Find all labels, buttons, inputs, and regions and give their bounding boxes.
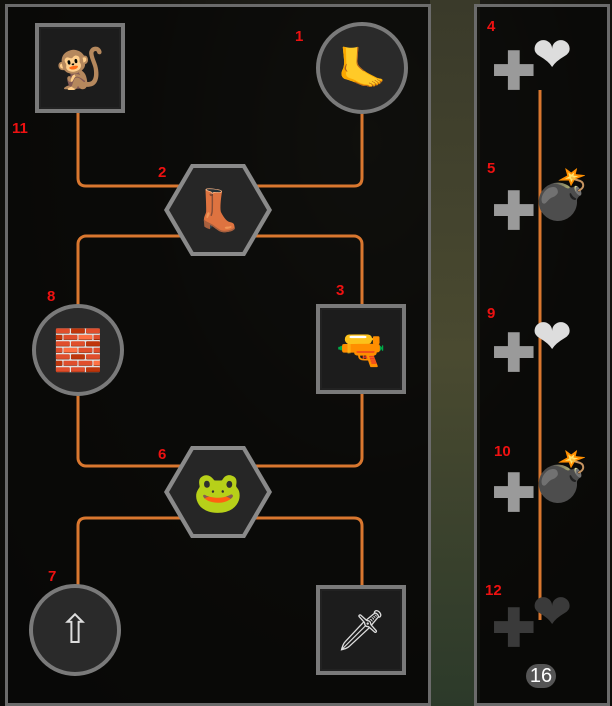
- perk-4[interactable]: ✚❤: [492, 28, 592, 108]
- plus-icon: ✚: [492, 43, 536, 101]
- perk-10[interactable]: ✚💣: [492, 450, 592, 530]
- background-scene: [430, 0, 480, 706]
- grenade-icon: 💣: [532, 451, 592, 504]
- monkey-cymbals-icon: 🐒: [55, 46, 105, 91]
- heart-icon: ❤: [532, 311, 573, 364]
- node-label-8: 8: [47, 288, 56, 305]
- brick-wall-icon: 🧱: [53, 328, 103, 373]
- node-label-2: 2: [158, 164, 167, 181]
- perk-label-5: 5: [487, 160, 496, 177]
- perk-label-4: 4: [487, 18, 496, 35]
- skill-node-knife[interactable]: 🗡: [316, 585, 406, 675]
- grenade-icon: 💣: [532, 169, 592, 222]
- heart-icon: ❤: [532, 29, 573, 82]
- skill-node-1[interactable]: 🦶: [316, 22, 408, 114]
- boot-vine-icon: 👢: [169, 168, 267, 252]
- perk-panel: [474, 4, 610, 706]
- node-label-6: 6: [158, 446, 167, 463]
- perk-9[interactable]: ✚❤: [492, 310, 592, 390]
- plus-icon: ✚: [492, 600, 536, 658]
- plus-icon: ✚: [492, 465, 536, 523]
- skill-node-3[interactable]: 🔫: [316, 304, 406, 394]
- bullet-icon: ⇧: [58, 608, 92, 652]
- perk-12-locked[interactable]: ✚❤: [492, 585, 592, 665]
- perk-label-12: 12: [485, 582, 502, 599]
- points-remaining-badge: 16: [526, 664, 556, 688]
- node-label-11: 11: [12, 120, 28, 137]
- plus-icon: ✚: [492, 325, 536, 383]
- knife-dart-icon: 🗡: [335, 608, 387, 653]
- skill-node-8[interactable]: 🧱: [32, 304, 124, 396]
- frog-icon: 🐸: [169, 450, 267, 534]
- skill-node-7[interactable]: ⇧: [29, 584, 121, 676]
- perk-label-9: 9: [487, 305, 496, 322]
- perk-5[interactable]: ✚💣: [492, 168, 592, 248]
- node-label-3: 3: [336, 282, 345, 299]
- node-label-1: 1: [295, 28, 304, 45]
- pistol-footprints-icon: 🔫: [336, 327, 386, 372]
- plus-icon: ✚: [492, 183, 536, 241]
- perk-label-10: 10: [494, 443, 511, 460]
- heart-icon: ❤: [532, 586, 573, 639]
- node-label-7: 7: [48, 568, 57, 585]
- skill-node-11[interactable]: 🐒: [35, 23, 125, 113]
- foot-arrows-icon: 🦶: [337, 46, 387, 91]
